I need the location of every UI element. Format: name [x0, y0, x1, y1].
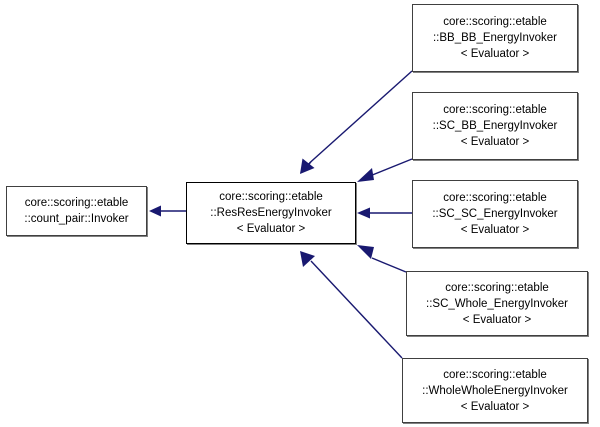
node-line: core::scoring::etable: [443, 16, 547, 28]
node-line: core::scoring::etable: [445, 281, 549, 294]
edge-scwhole-to-center: [357, 245, 407, 273]
node-line: < Evaluator >: [460, 48, 530, 60]
edge-bbbb-to-center: [300, 70, 413, 174]
node-line: < Evaluator >: [460, 224, 530, 236]
node-line: core::scoring::etable: [443, 368, 547, 381]
edge-scsc-to-center: [357, 207, 412, 219]
node-line: ::SC_SC_EnergyInvoker: [432, 208, 558, 220]
node-line: ::count_pair::Invoker: [24, 213, 129, 225]
edge-scbb-to-center: [357, 158, 413, 182]
node-line: < Evaluator >: [460, 400, 530, 413]
node-sc-whole-energy-invoker[interactable]: core::scoring::etable ::SC_Whole_EnergyI…: [406, 271, 588, 336]
node-sc-bb-energy-invoker[interactable]: core::scoring::etable ::SC_BB_EnergyInvo…: [412, 92, 578, 160]
node-line: core::scoring::etable: [443, 192, 547, 204]
edge-center-to-base: [149, 205, 186, 217]
node-line: ::BB_BB_EnergyInvoker: [432, 32, 557, 44]
node-line: < Evaluator >: [462, 313, 532, 326]
node-count-pair-invoker[interactable]: core::scoring::etable ::count_pair::Invo…: [6, 186, 147, 236]
node-line: ::ResResEnergyInvoker: [210, 207, 332, 219]
edge-wholewhole-to-center: [300, 251, 403, 359]
node-line: core::scoring::etable: [219, 191, 323, 203]
node-bb-bb-energy-invoker[interactable]: core::scoring::etable ::BB_BB_EnergyInvo…: [412, 4, 578, 72]
node-line: core::scoring::etable: [24, 197, 129, 209]
node-line: core::scoring::etable: [443, 104, 547, 116]
node-line: < Evaluator >: [236, 223, 306, 235]
node-line: < Evaluator >: [460, 136, 530, 148]
node-line: ::SC_Whole_EnergyInvoker: [426, 297, 568, 310]
node-res-res-energy-invoker[interactable]: core::scoring::etable ::ResResEnergyInvo…: [186, 182, 356, 244]
node-line: ::WholeWholeEnergyInvoker: [422, 384, 568, 397]
node-sc-sc-energy-invoker[interactable]: core::scoring::etable ::SC_SC_EnergyInvo…: [412, 180, 578, 248]
node-whole-whole-energy-invoker[interactable]: core::scoring::etable ::WholeWholeEnergy…: [402, 358, 588, 423]
node-line: ::SC_BB_EnergyInvoker: [432, 120, 558, 132]
